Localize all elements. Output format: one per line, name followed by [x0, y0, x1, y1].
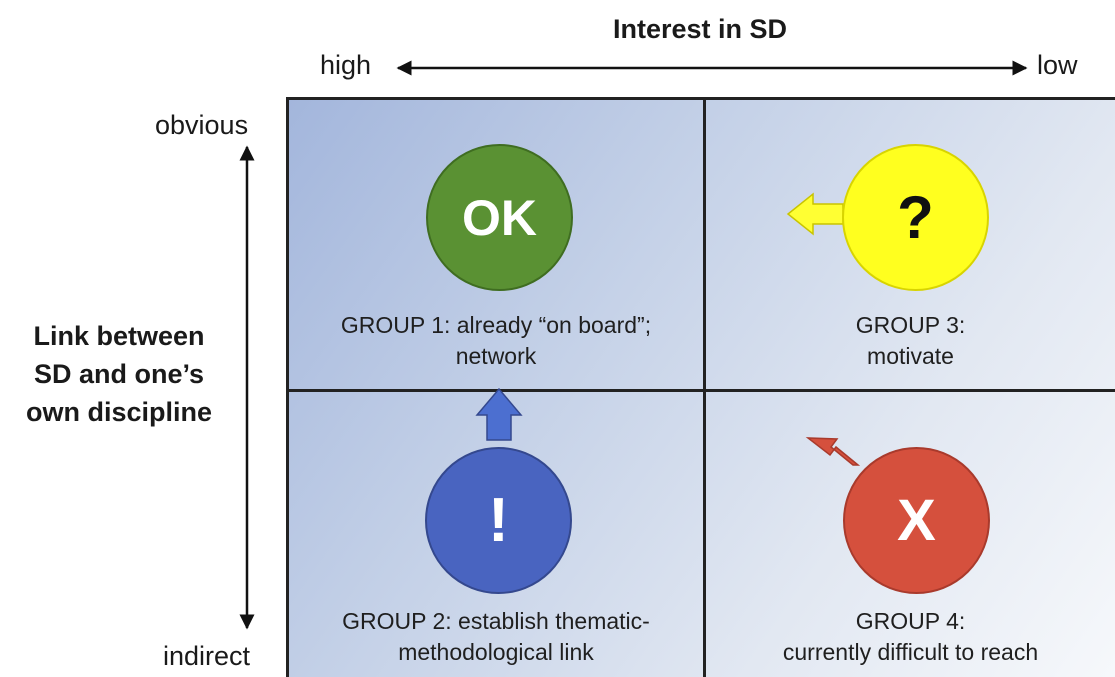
- group-4-label: GROUP 4: currently difficult to reach: [706, 606, 1115, 668]
- red-arrow-up-left-icon: [805, 437, 861, 466]
- vertical-divider: [703, 97, 706, 677]
- group-2-label-line: GROUP 2: establish thematic-: [342, 608, 650, 634]
- group-4-label-line: GROUP 4:: [855, 608, 966, 634]
- yellow-arrow-left-icon: [786, 192, 844, 236]
- question-circle-icon: ?: [842, 144, 989, 291]
- y-axis-bottom-label: indirect: [163, 641, 251, 671]
- y-axis-title-line: own discipline: [25, 397, 213, 427]
- horizontal-divider: [286, 389, 1115, 392]
- group-2-label-line: methodological link: [398, 639, 594, 665]
- group-1-label-line: GROUP 1: already “on board”;: [340, 312, 652, 338]
- group-3-label: GROUP 3: motivate: [706, 310, 1115, 372]
- y-axis-top-label: obvious: [155, 110, 249, 140]
- y-axis-title: Link between SD and one’s own discipline: [0, 317, 238, 431]
- group-2-label: GROUP 2: establish thematic- methodologi…: [289, 606, 703, 668]
- exclamation-circle-icon: !: [425, 447, 572, 594]
- ok-circle-icon: OK: [426, 144, 573, 291]
- x-axis-title: Interest in SD: [612, 14, 788, 44]
- x-circle-icon: X: [843, 447, 990, 594]
- y-axis-title-line: Link between: [33, 321, 205, 351]
- group-4-label-line: currently difficult to reach: [782, 639, 1039, 665]
- group-1-label: GROUP 1: already “on board”; network: [289, 310, 703, 372]
- x-axis-left-label: high: [320, 50, 372, 80]
- blue-arrow-up-icon: [475, 387, 523, 441]
- group-1-label-line: network: [455, 343, 537, 369]
- y-axis-title-line: SD and one’s: [33, 359, 205, 389]
- group-3-label-line: GROUP 3:: [855, 312, 966, 338]
- x-axis-right-label: low: [1037, 50, 1078, 80]
- group-3-label-line: motivate: [867, 343, 954, 369]
